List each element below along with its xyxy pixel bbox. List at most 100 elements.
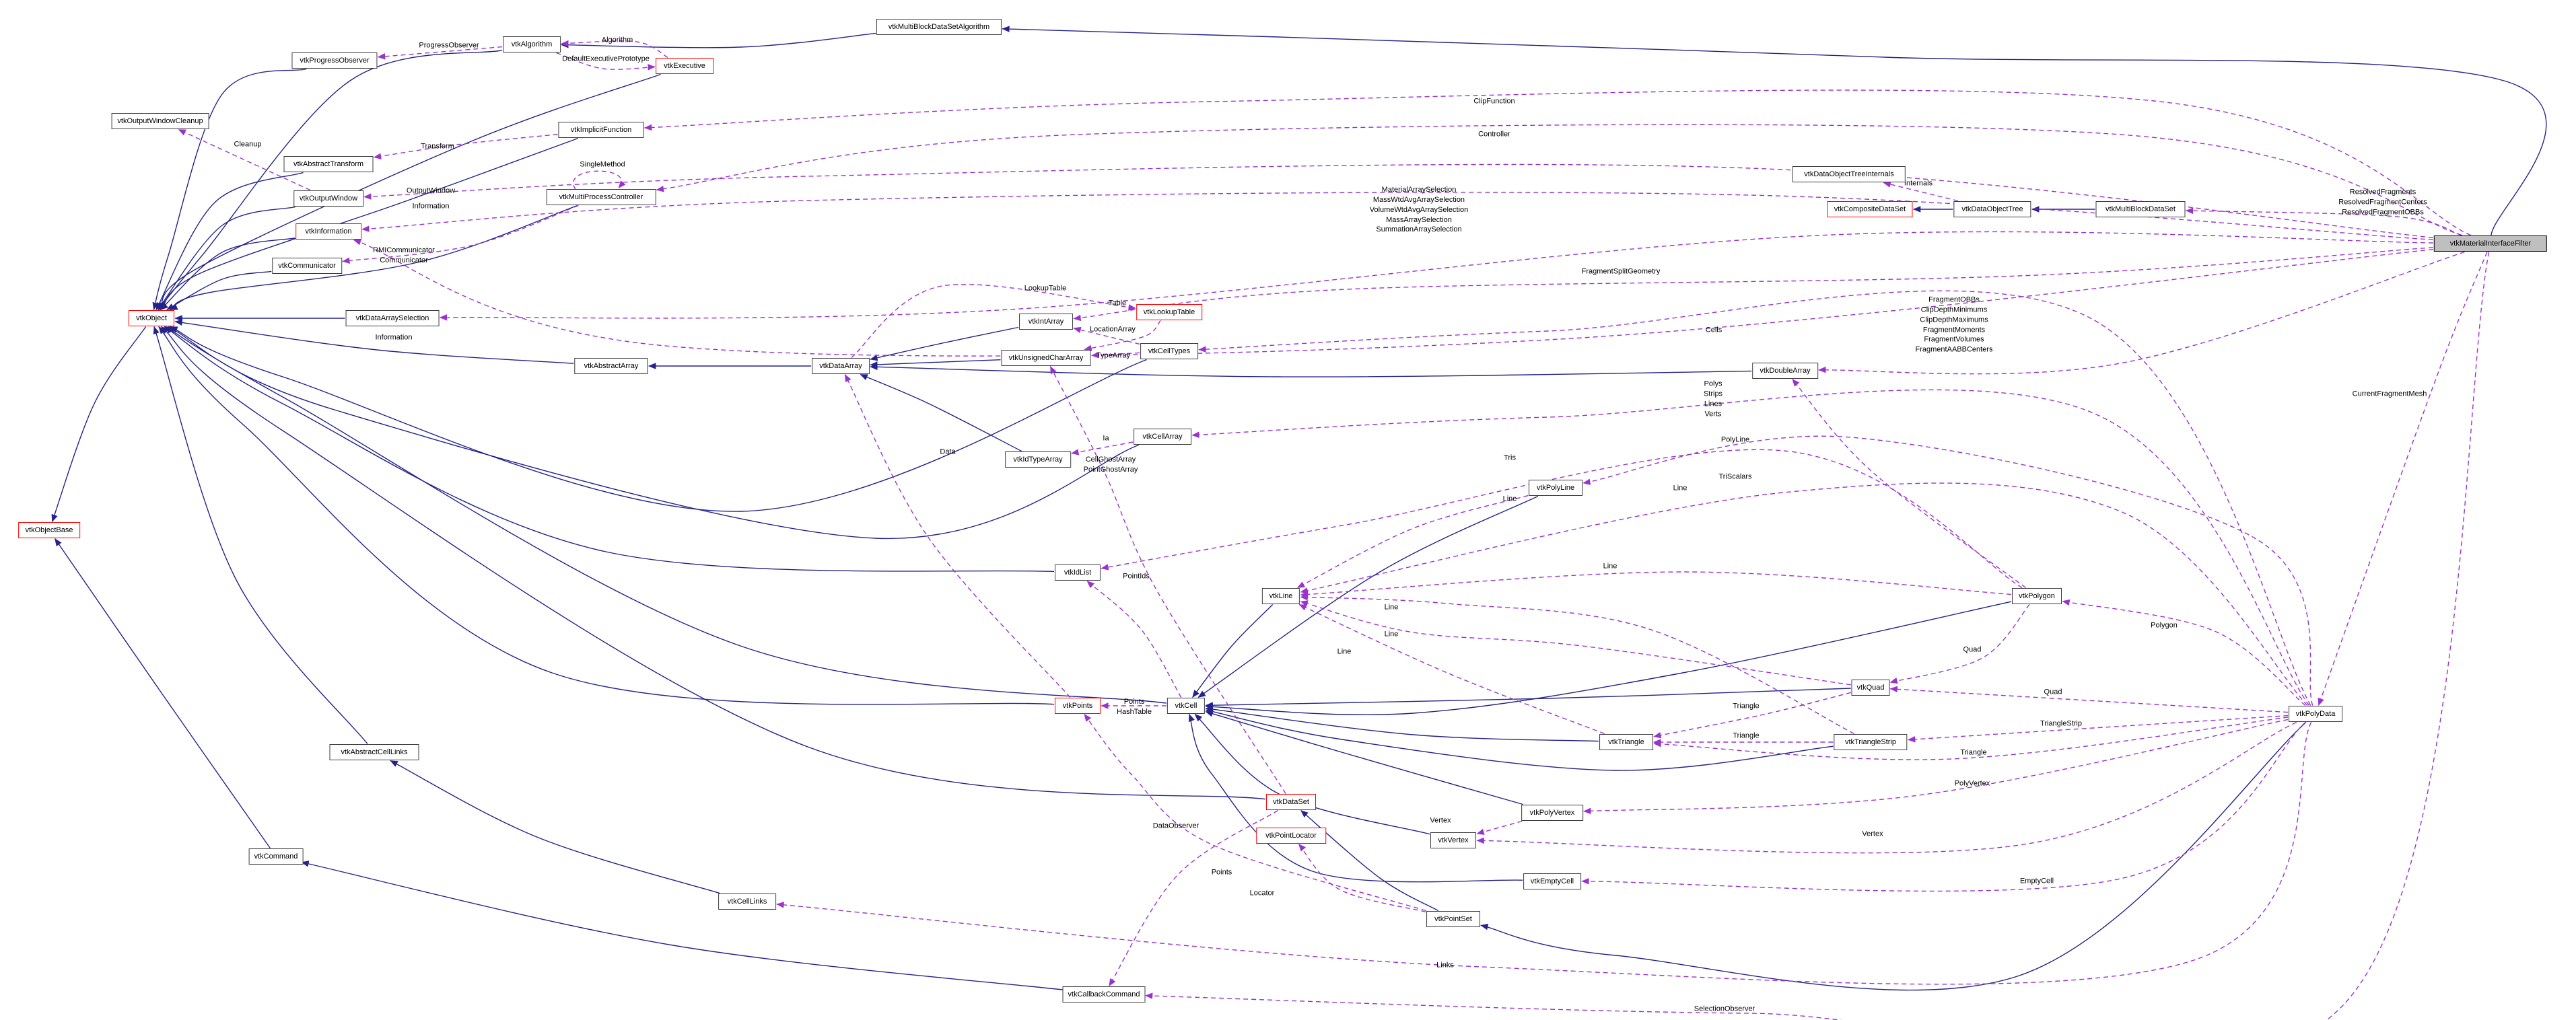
class-node-vtkCommand[interactable]: vtkCommand: [248, 848, 304, 865]
edge-usage-algorithm-executive: [556, 52, 656, 71]
edge-usage-polyData-triangle: [1653, 717, 2289, 760]
edge-usage-cellTypes-unsignedCharArray: [1090, 351, 1140, 359]
edge-inheritance-filter-mbAlgorithm: [1002, 26, 2547, 235]
edge-inheritance-dataSet-object: [161, 326, 1266, 800]
class-node-vtkDataObjectTreeInternals[interactable]: vtkDataObjectTreeInternals: [1792, 166, 1906, 182]
class-node-vtkCommunicator[interactable]: vtkCommunicator: [272, 258, 342, 274]
edge-usage-filter-information: [353, 239, 2433, 357]
edge-usage-multiProcess-communicator: [342, 205, 579, 264]
class-node-vtkDataArraySelection[interactable]: vtkDataArraySelection: [345, 310, 440, 326]
class-node-vtkCellLinks[interactable]: vtkCellLinks: [718, 894, 776, 910]
class-node-vtkMultiProcessController[interactable]: vtkMultiProcessController: [546, 189, 656, 205]
class-node-vtkObjectBase[interactable]: vtkObjectBase: [18, 522, 80, 538]
class-node-vtkMultiBlockDataSetAlgorithm[interactable]: vtkMultiBlockDataSetAlgorithm: [876, 19, 1002, 35]
class-node-vtkIntArray[interactable]: vtkIntArray: [1019, 314, 1073, 330]
edge-usage-cellTypes-intArray: [1073, 326, 1140, 345]
edge-inheritance-quad-cell: [1205, 688, 1851, 708]
class-node-vtkDataArray[interactable]: vtkDataArray: [812, 358, 870, 374]
edge-usage-polyVertex-vertex: [1476, 820, 1523, 835]
edge-usage-filter-intArray: [1073, 247, 2433, 322]
edge-usage-filter-implicitFunction: [643, 89, 2471, 236]
class-node-vtkPoints[interactable]: vtkPoints: [1054, 698, 1101, 714]
class-node-vtkPolyData[interactable]: vtkPolyData: [2289, 706, 2342, 722]
class-node-vtkIdList[interactable]: vtkIdList: [1054, 564, 1101, 581]
edge-usage-filter-dataArraySelection: [439, 231, 2433, 321]
edge-usage-dataObjectTree-dotInternals: [1883, 181, 1958, 202]
class-node-vtkInformation[interactable]: vtkInformation: [295, 223, 361, 240]
class-node-vtkUnsignedCharArray[interactable]: vtkUnsignedCharArray: [1001, 350, 1091, 366]
edge-inheritance-cell-object: [165, 326, 1167, 704]
class-node-vtkPointSet[interactable]: vtkPointSet: [1426, 911, 1480, 927]
class-node-vtkCompositeDataSet[interactable]: vtkCompositeDataSet: [1827, 201, 1913, 217]
class-node-vtkVertex[interactable]: vtkVertex: [1430, 832, 1477, 848]
class-node-vtkIdTypeArray[interactable]: vtkIdTypeArray: [1005, 451, 1071, 468]
edge-usage-polyData-line: [1300, 482, 2308, 706]
class-node-vtkOutputWindowCleanup[interactable]: vtkOutputWindowCleanup: [111, 113, 209, 129]
class-node-vtkQuad[interactable]: vtkQuad: [1851, 680, 1890, 696]
edge-inheritance-communicator-object: [166, 270, 272, 311]
class-node-vtkTriangle[interactable]: vtkTriangle: [1599, 734, 1653, 750]
class-node-vtkCell[interactable]: vtkCell: [1167, 698, 1206, 714]
edge-usage-implicitFunction-abstractTransform: [373, 134, 558, 159]
edge-usage-polyData-emptyCell: [1581, 721, 2306, 892]
edge-usage-polyData-cellArray: [1191, 389, 2310, 706]
edge-usage-polyData-polyLine: [1582, 435, 2313, 706]
class-node-vtkPolyVertex[interactable]: vtkPolyVertex: [1521, 805, 1583, 821]
class-node-vtkObject[interactable]: vtkObject: [128, 310, 175, 326]
class-node-vtkLookupTable[interactable]: vtkLookupTable: [1136, 304, 1202, 320]
class-node-vtkMultiBlockDataSet[interactable]: vtkMultiBlockDataSet: [2095, 201, 2186, 217]
class-node-vtkDoubleArray[interactable]: vtkDoubleArray: [1752, 363, 1818, 379]
edge-inheritance-command-objectBase: [55, 538, 271, 848]
edge-usage-algorithm-progressObserver: [377, 46, 503, 60]
edge-usage-cell-idList: [1086, 580, 1182, 698]
class-node-vtkAbstractTransform[interactable]: vtkAbstractTransform: [283, 156, 374, 172]
edge-usage-triangleStrip-line: [1300, 593, 1854, 735]
class-node-vtkDataObjectTree[interactable]: vtkDataObjectTree: [1953, 201, 2031, 217]
class-node-vtkEmptyCell[interactable]: vtkEmptyCell: [1523, 873, 1581, 889]
class-node-vtkPolyLine[interactable]: vtkPolyLine: [1529, 480, 1582, 496]
edge-usage-multiProcess-multiProcess: [573, 170, 626, 190]
edge-usage-polyData-cellLinks: [776, 722, 2312, 985]
class-node-vtkAbstractArray[interactable]: vtkAbstractArray: [574, 358, 648, 374]
class-node-vtkAlgorithm[interactable]: vtkAlgorithm: [503, 36, 561, 52]
edge-usage-polyData-cellTypes: [1198, 290, 2311, 706]
edge-inheritance-triangleStrip-cell: [1205, 708, 1834, 771]
edge-usage-filter-multiProcess: [656, 124, 2462, 236]
class-node-vtkCallbackCommand[interactable]: vtkCallbackCommand: [1062, 986, 1146, 1003]
edge-inheritance-cellArray-object: [168, 326, 1139, 540]
edge-usage-quad-triangle: [1653, 692, 1851, 739]
edge-usage-polyData-quad: [1889, 686, 2289, 713]
class-node-vtkAbstractCellLinks[interactable]: vtkAbstractCellLinks: [329, 744, 419, 760]
edge-inheritance-abstractArray-object: [174, 319, 574, 364]
class-node-vtkPolygon[interactable]: vtkPolygon: [2012, 588, 2062, 604]
class-node-vtkLine[interactable]: vtkLine: [1261, 588, 1300, 604]
edge-usage-pointSet-pointLocator: [1298, 844, 1426, 912]
edge-usage-triangle-line: [1298, 604, 1605, 735]
class-node-vtkImplicitFunction[interactable]: vtkImplicitFunction: [558, 122, 644, 138]
edge-usage-cellArray-idTypeArray: [1071, 441, 1134, 456]
edge-inheritance-points-object: [158, 326, 1055, 705]
class-node-vtkPointLocator[interactable]: vtkPointLocator: [1256, 828, 1326, 844]
class-node-vtkExecutive[interactable]: vtkExecutive: [656, 58, 713, 74]
class-node-vtkCellArray[interactable]: vtkCellArray: [1134, 429, 1191, 445]
edge-usage-quad-line: [1300, 600, 1851, 686]
edge-usage-filter-callbackCommand: [1144, 252, 2490, 1020]
edge-usage-filter-polyData: [2318, 252, 2488, 706]
class-node-vtkCellTypes[interactable]: vtkCellTypes: [1140, 343, 1198, 359]
class-node-vtkDataSet[interactable]: vtkDataSet: [1266, 794, 1316, 810]
class-node-vtkTriangleStrip[interactable]: vtkTriangleStrip: [1834, 734, 1908, 750]
edge-inheritance-line-cell: [1192, 604, 1274, 698]
edge-inheritance-callbackCommand-command: [301, 861, 1063, 990]
edge-usage-filter-doubleArray: [1818, 251, 2465, 375]
edge-inheritance-object-objectBase: [51, 326, 147, 523]
edge-usage-polyData-polyVertex: [1583, 719, 2289, 815]
edge-inheritance-polyData-pointSet: [1480, 721, 2307, 991]
edge-inheritance-triangle-cell: [1205, 706, 1599, 742]
edge-inheritance-pointSet-dataSet: [1300, 809, 1439, 912]
class-node-vtkProgressObserver[interactable]: vtkProgressObserver: [291, 52, 378, 69]
class-node-vtkOutputWindow[interactable]: vtkOutputWindow: [293, 190, 363, 207]
edge-inheritance-cellTypes-object: [170, 326, 1147, 512]
edge-usage-executive-algorithm: [561, 40, 668, 59]
edge-usage-polygon-idList: [1101, 449, 2023, 589]
